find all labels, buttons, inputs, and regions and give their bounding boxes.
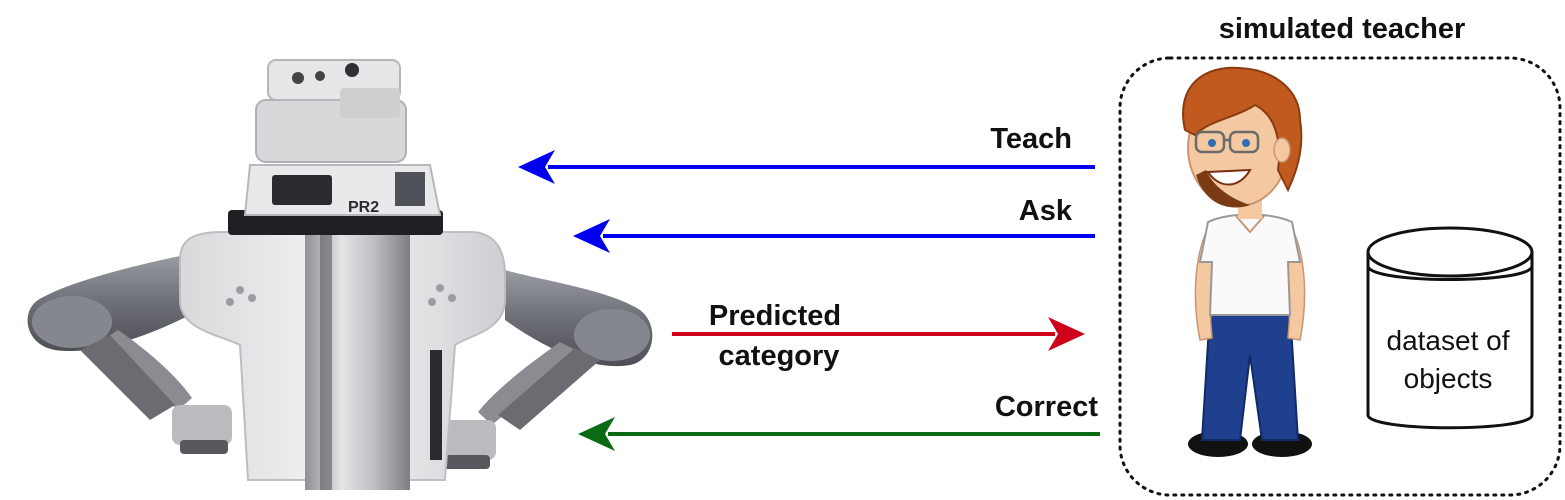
pr2-robot-illustration: PR2 [27, 59, 653, 490]
arrow-predicted-label-line1: Predicted [709, 300, 841, 332]
teacher-box [1118, 56, 1562, 497]
arrow-correct [578, 417, 1100, 451]
arrow-correct-label: Correct [995, 391, 1098, 423]
teacher-figure-illustration [1182, 66, 1312, 457]
arrow-predicted-category [672, 317, 1085, 351]
robot-model-label: PR2 [348, 199, 379, 216]
robot-head [228, 59, 443, 235]
dataset-label-line2: objects [1404, 363, 1493, 394]
arrow-teach [518, 150, 1095, 184]
arrow-ask [573, 219, 1095, 253]
teacher-box-title: simulated teacher [1219, 13, 1466, 45]
robot-right-arm [436, 270, 653, 469]
arrow-teach-label: Teach [990, 123, 1072, 155]
arrow-predicted-label-line2: category [719, 340, 840, 372]
dataset-label-line1: dataset of [1387, 325, 1510, 356]
robot-left-arm [27, 255, 232, 454]
robot-torso [179, 231, 506, 490]
arrow-ask-label: Ask [1019, 195, 1073, 227]
dataset-cylinder-icon [1366, 226, 1534, 430]
